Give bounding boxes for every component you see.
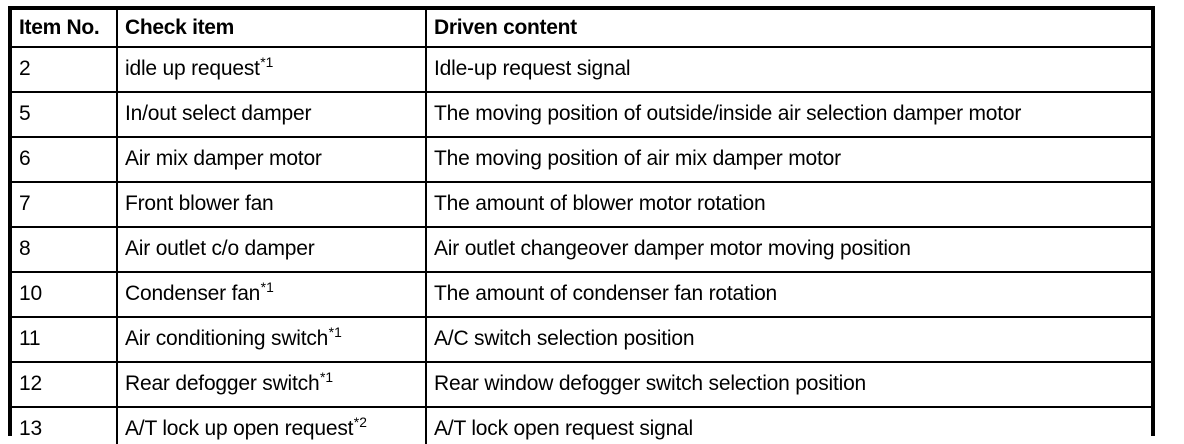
- cell-item-no: 6: [12, 137, 118, 183]
- cell-driven-content: Idle-up request signal: [426, 47, 1151, 93]
- cell-item-no: 2: [12, 47, 118, 93]
- check-item-label: Air conditioning switch: [125, 327, 329, 351]
- table-row: 5 In/out select damper The moving position…: [12, 92, 1151, 138]
- table-row: 6 Air mix damper motor The moving position…: [12, 137, 1151, 183]
- check-item-label: Air mix damper motor: [125, 147, 322, 171]
- cell-item-no: 13: [12, 407, 118, 444]
- cell-check-item: Air conditioning switch*1: [117, 317, 427, 363]
- footnote-reference: *1: [319, 369, 334, 386]
- cell-driven-content: The amount of condenser fan rotation: [426, 272, 1151, 318]
- cell-check-item: Air mix damper motor: [117, 137, 427, 183]
- cell-item-no: 7: [12, 182, 118, 228]
- footnote-reference: *2: [353, 414, 367, 431]
- cell-driven-content: The moving position of air mix damper mo…: [426, 137, 1151, 183]
- cell-driven-content: A/C switch selection position: [426, 317, 1151, 363]
- table-header-row: Item No. Check item Driven content: [12, 10, 1151, 48]
- check-item-label: In/out select damper: [125, 102, 312, 126]
- footnote-reference: *1: [260, 279, 274, 296]
- check-item-label: Air outlet c/o damper: [125, 237, 315, 261]
- footnote-reference: *1: [260, 54, 274, 71]
- table-row: 7 Front blower fan The amount of blower mo…: [12, 182, 1151, 228]
- cell-driven-content: The moving position of outside/inside ai…: [426, 92, 1151, 138]
- cell-check-item: Condenser fan*1: [117, 272, 427, 318]
- cell-check-item: Air outlet c/o damper: [117, 227, 427, 273]
- cell-item-no: 12: [12, 362, 118, 408]
- cell-check-item: idle up request*1: [117, 47, 427, 93]
- cell-driven-content: A/T lock open request signal: [426, 407, 1151, 444]
- cell-item-no: 5: [12, 92, 118, 138]
- table-row: 8 Air outlet c/o damper Air outlet changeo…: [12, 227, 1151, 273]
- check-item-label: Front blower fan: [125, 192, 274, 216]
- column-header-check-item: Check item: [117, 10, 427, 48]
- column-header-driven-content: Driven content: [426, 10, 1151, 48]
- cell-check-item: Rear defogger switch*1: [117, 362, 427, 408]
- cell-driven-content: The amount of blower motor rotation: [426, 182, 1151, 228]
- table-header: Item No. Check item Driven content: [12, 10, 1151, 48]
- cell-item-no: 10: [12, 272, 118, 318]
- cell-check-item: In/out select damper: [117, 92, 427, 138]
- check-item-label: Rear defogger switch: [125, 372, 320, 396]
- column-header-item-no: Item No.: [12, 10, 118, 48]
- check-item-label: idle up request: [125, 57, 260, 81]
- cell-item-no: 11: [12, 317, 118, 363]
- cell-check-item: A/T lock up open request*2: [117, 407, 427, 444]
- cell-driven-content: Air outlet changeover damper motor movin…: [426, 227, 1151, 273]
- cell-check-item: Front blower fan: [117, 182, 427, 228]
- cell-item-no: 8: [12, 227, 118, 273]
- check-item-label: Condenser fan: [125, 282, 261, 306]
- check-item-label: A/T lock up open request: [125, 417, 354, 441]
- footnote-reference: *1: [328, 324, 342, 341]
- cell-driven-content: Rear window defogger switch selection po…: [426, 362, 1151, 408]
